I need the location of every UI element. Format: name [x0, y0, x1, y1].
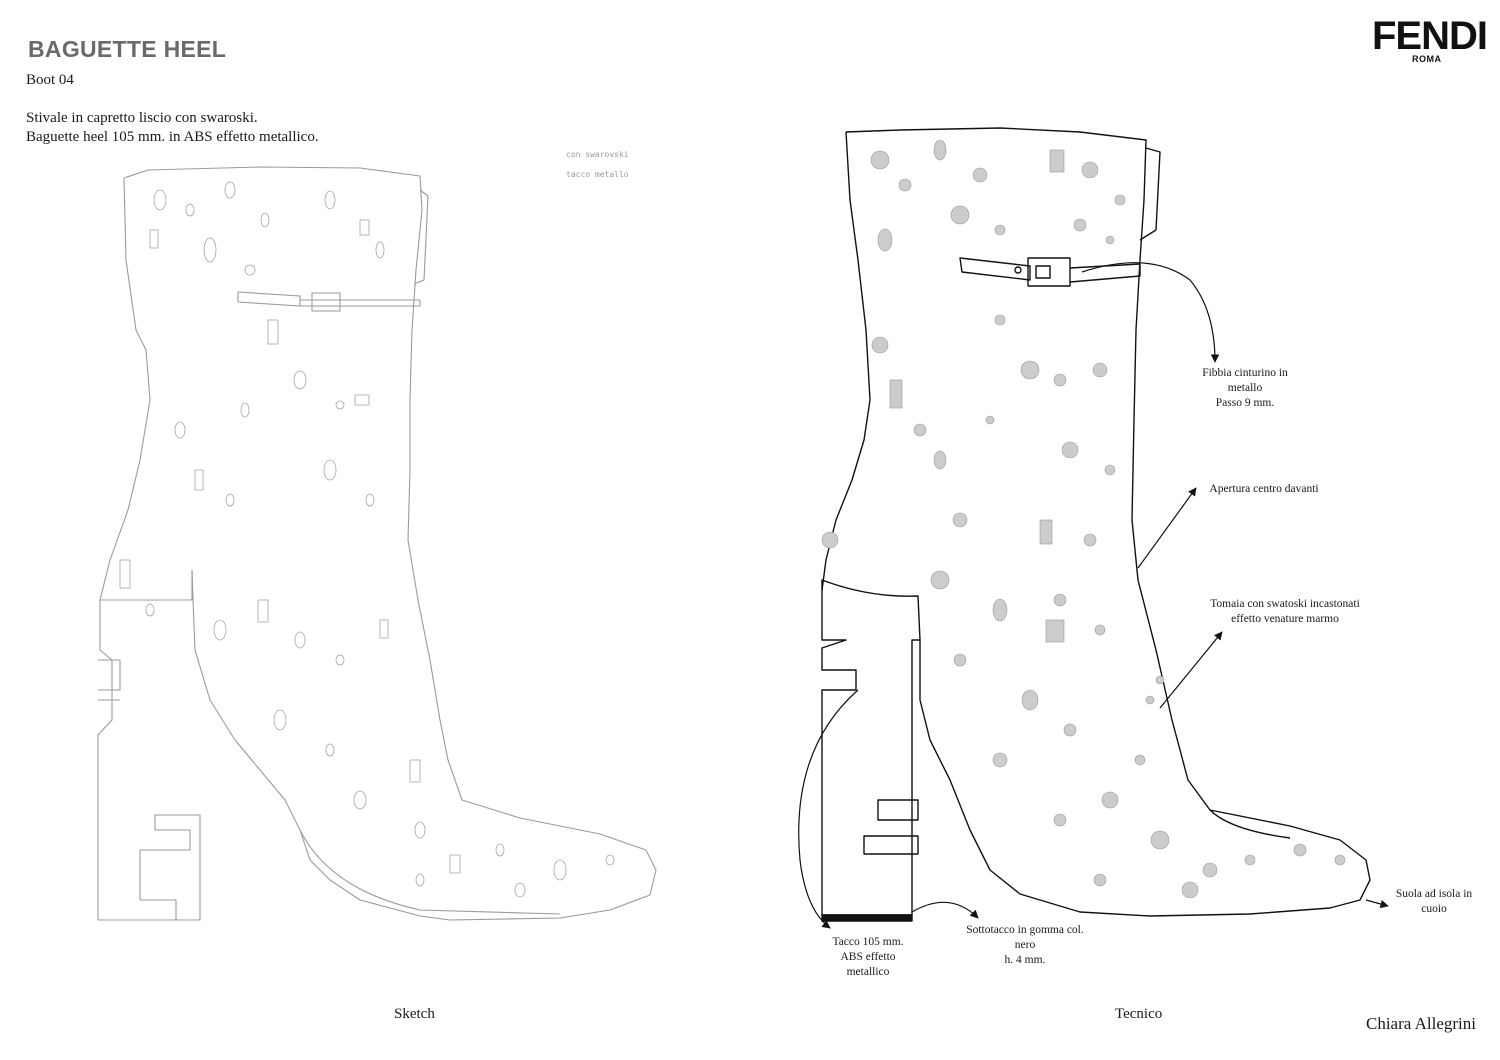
- arrow-toplift: [911, 901, 979, 919]
- sketch-strap: [237, 291, 421, 307]
- sketch-boot-outline: [123, 166, 657, 921]
- technical-boot: [821, 127, 1371, 922]
- annotation-sole: Suola ad isola in cuoio: [1386, 887, 1482, 917]
- sketch-boot: [97, 166, 657, 921]
- annotation-opening: Apertura centro davanti: [1190, 482, 1338, 497]
- sketch-heel-f: [98, 659, 121, 701]
- arrow-buckle: [1081, 262, 1220, 363]
- arrow-upper: [1159, 631, 1223, 709]
- annotation-heel-line-1: Tacco 105 mm.: [832, 936, 904, 948]
- annotation-upper-line-1: Tomaia con swatoski incastonati: [1210, 598, 1360, 610]
- tech-zip-panel: [1139, 147, 1161, 241]
- sketch-note-1: con swarovski: [566, 150, 629, 159]
- tech-boot-back: [821, 131, 871, 591]
- annotation-toplift-line-2: nero: [1014, 939, 1036, 951]
- annotation-heel-line-3: metallico: [846, 966, 890, 978]
- technical-crystals: [821, 139, 1346, 899]
- caption-technical: Tecnico: [1115, 1006, 1163, 1022]
- sketch-crystals: [119, 181, 615, 898]
- brand-logo-sub: ROMA: [1412, 54, 1442, 64]
- arrow-opening: [1137, 487, 1197, 569]
- description-line-1: Stivale in capretto liscio con swaroski.: [26, 110, 258, 126]
- annotation-opening-line-1: Apertura centro davanti: [1209, 483, 1319, 495]
- sketch-note-2: tacco metallo: [566, 170, 629, 179]
- arrow-sole: [1365, 899, 1389, 909]
- sketch-zip-panel: [413, 189, 429, 285]
- arrow-heel: [798, 689, 859, 929]
- annotation-toplift-line-3: h. 4 mm.: [1004, 954, 1046, 966]
- annotation-heel-line-2: ABS effetto: [840, 951, 896, 963]
- annotation-toplift-line-1: Sottotacco in gomma col.: [966, 924, 1084, 936]
- annotation-buckle-line-3: Passo 9 mm.: [1215, 397, 1275, 409]
- annotation-toplift: Sottotacco in gomma col. nero h. 4 mm.: [950, 923, 1100, 968]
- annotation-heel: Tacco 105 mm. ABS effetto metallico: [818, 935, 918, 980]
- tech-heel: [821, 579, 921, 916]
- tech-buckle: [1027, 257, 1071, 287]
- sketch-boot-back: [99, 177, 151, 601]
- page-title: BAGUETTE HEEL: [28, 36, 227, 62]
- annotation-upper: Tomaia con swatoski incastonati effetto …: [1190, 597, 1380, 627]
- tech-boot-outline: [845, 127, 1371, 917]
- model-subtitle: Boot 04: [26, 72, 74, 88]
- annotation-buckle-line-1: Fibbia cinturino in: [1202, 367, 1288, 379]
- sketch-buckle: [311, 292, 341, 312]
- annotation-upper-line-2: effetto venature marmo: [1231, 613, 1339, 625]
- annotation-sole-line-1: Suola ad isola in: [1395, 888, 1473, 900]
- brand-logo: FENDI: [1372, 14, 1488, 58]
- annotation-arrows: [798, 262, 1389, 929]
- tech-heel-base: [821, 914, 913, 922]
- tech-sole: [1209, 809, 1291, 839]
- annotation-sole-line-2: cuoio: [1421, 903, 1447, 915]
- caption-sketch: Sketch: [394, 1006, 435, 1022]
- sketch-heel: [97, 570, 201, 921]
- tech-heel-f: [863, 799, 919, 855]
- designer-signature: Chiara Allegrini: [1366, 1014, 1477, 1033]
- sketch-sole: [299, 829, 561, 915]
- annotation-buckle: Fibbia cinturino in metallo Passo 9 mm.: [1180, 366, 1310, 411]
- description-line-2: Baguette heel 105 mm. in ABS effetto met…: [26, 129, 319, 145]
- annotation-buckle-line-2: metallo: [1227, 382, 1263, 394]
- product-description: Stivale in capretto liscio con swaroski.…: [26, 109, 319, 147]
